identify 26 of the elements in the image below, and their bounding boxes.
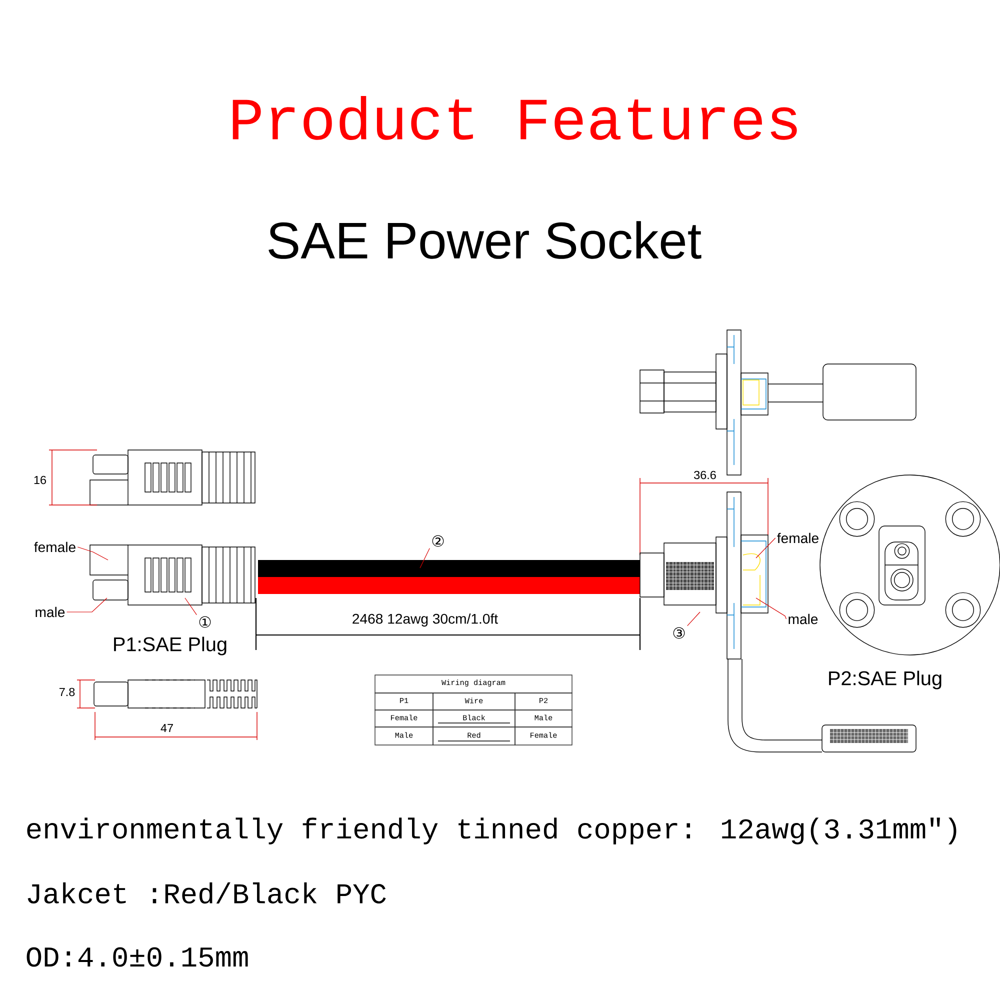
leader-line — [66, 598, 108, 612]
spec-text: OD:4.0±0.15mm — [26, 947, 248, 967]
spec-text: Jakcet :Red/Black PYC — [28, 882, 386, 904]
leader-line — [184, 598, 197, 616]
dimension-label: 47 — [160, 724, 173, 732]
callout-label: male — [788, 614, 818, 624]
part-label: P2:SAE Plug — [829, 670, 942, 690]
subtitle: SAE Power Socket — [268, 221, 702, 259]
callout-label: male — [36, 606, 65, 618]
title: Product Features — [232, 96, 797, 140]
dimension-label: 2468 12awg 30cm/1.0ft — [352, 613, 498, 627]
leader-line — [756, 538, 776, 558]
dimension-label: 16 — [34, 476, 46, 484]
leader-line — [687, 612, 700, 626]
leader-line — [420, 548, 430, 568]
callout-number: ② — [432, 535, 444, 547]
callout-number: ① — [199, 616, 211, 628]
callout-number: ③ — [673, 627, 685, 639]
dimension-label: 36.6 — [694, 470, 716, 480]
spec-text: environmentally friendly tinned copper: 12awg(3.31mm") — [27, 818, 956, 844]
leader-line — [756, 598, 787, 620]
part-label: P1:SAE Plug — [114, 636, 226, 656]
leader-line — [77, 546, 108, 560]
callout-label: female — [777, 532, 818, 544]
callout-label: female — [34, 542, 76, 552]
dimension-label: 7.8 — [59, 688, 75, 696]
